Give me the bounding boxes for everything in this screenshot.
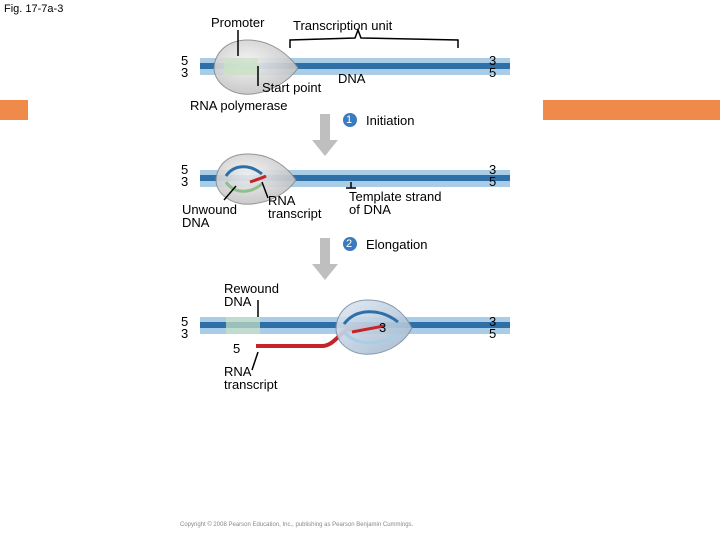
panel2-rna-transcript-label: RNA transcript bbox=[268, 193, 322, 221]
panel3-right-top-end: 3 bbox=[489, 314, 497, 329]
panel2-unwound-bottom-strand bbox=[224, 181, 263, 193]
step1-label: Initiation bbox=[366, 113, 415, 128]
panel3-rna-pointer bbox=[251, 351, 259, 371]
step2-number: 2 bbox=[346, 238, 353, 250]
panel1-right-top-end: 3 bbox=[489, 53, 497, 68]
step1-badge bbox=[343, 113, 357, 127]
step2-arrow-icon bbox=[312, 238, 338, 280]
panel2-dna bbox=[200, 170, 510, 187]
panel2-rna-transcript-strand bbox=[249, 174, 267, 184]
panel2-rna-pointer bbox=[261, 181, 269, 199]
panel1-strand-bottom-light bbox=[200, 69, 510, 75]
panel1-left-bottom-end: 3 bbox=[181, 65, 189, 80]
figure-label: Fig. 17-7a-3 bbox=[4, 3, 64, 15]
panel3-bubble-bottom-strand bbox=[342, 330, 399, 345]
panel1-strand-top-light bbox=[200, 58, 510, 65]
step2-label: Elongation bbox=[366, 237, 428, 252]
step2-badge bbox=[343, 237, 357, 251]
panel2-left-bottom-end: 3 bbox=[181, 174, 189, 189]
panel3-left-top-end: 5 bbox=[181, 314, 189, 329]
panel1-transcription-unit-bracket bbox=[289, 27, 459, 48]
copyright-credit: Copyright © 2008 Pearson Education, Inc.… bbox=[180, 522, 414, 528]
panel2-unwound-pointer bbox=[223, 185, 237, 201]
panel1-rna-polymerase-label: RNA polymerase bbox=[190, 98, 288, 113]
panel1-strand-top-dark bbox=[200, 63, 510, 66]
panel1-right-bottom-end: 5 bbox=[489, 65, 497, 80]
panel1-promoter-label: Promoter bbox=[211, 15, 265, 30]
right-accent-bar bbox=[543, 100, 720, 120]
panel3-rna-transcript-label: RNA transcript bbox=[224, 364, 278, 392]
panel3-rewound-dna-label: Rewound DNA bbox=[224, 281, 279, 309]
step1-arrow-icon bbox=[312, 114, 338, 156]
panel2-left-top-end: 5 bbox=[181, 162, 189, 177]
panel2-unwound-top-strand bbox=[224, 165, 263, 177]
panel1-left-top-end: 5 bbox=[181, 53, 189, 68]
panel3-left-bottom-end: 3 bbox=[181, 326, 189, 341]
panel2-unwound-dna-label: Unwound DNA bbox=[182, 202, 237, 230]
panel2-right-top-end: 3 bbox=[489, 162, 497, 177]
panel2-template-strand-label: Template strand of DNA bbox=[349, 189, 442, 217]
left-accent-bar bbox=[0, 100, 28, 120]
panel3-rna-in-bubble bbox=[351, 324, 385, 334]
panel3-rna-5-end: 5 bbox=[233, 341, 241, 356]
panel1-dna-label: DNA bbox=[338, 71, 366, 86]
panel1-promoter-region bbox=[224, 58, 258, 75]
panel1-transcription-unit-label: Transcription unit bbox=[293, 18, 393, 33]
panel3-right-bottom-end: 5 bbox=[489, 326, 497, 341]
panel3-rewound-region bbox=[226, 317, 260, 334]
panel1-strand-bottom-dark bbox=[200, 66, 510, 69]
step1-number: 1 bbox=[346, 114, 353, 126]
panel3-rna-3-end: 3 bbox=[379, 320, 387, 335]
panel1-start-point-label: Start point bbox=[262, 80, 322, 95]
panel2-right-bottom-end: 5 bbox=[489, 174, 497, 189]
panel3-bubble-top-strand bbox=[342, 310, 399, 325]
panel1-dna bbox=[200, 58, 510, 75]
